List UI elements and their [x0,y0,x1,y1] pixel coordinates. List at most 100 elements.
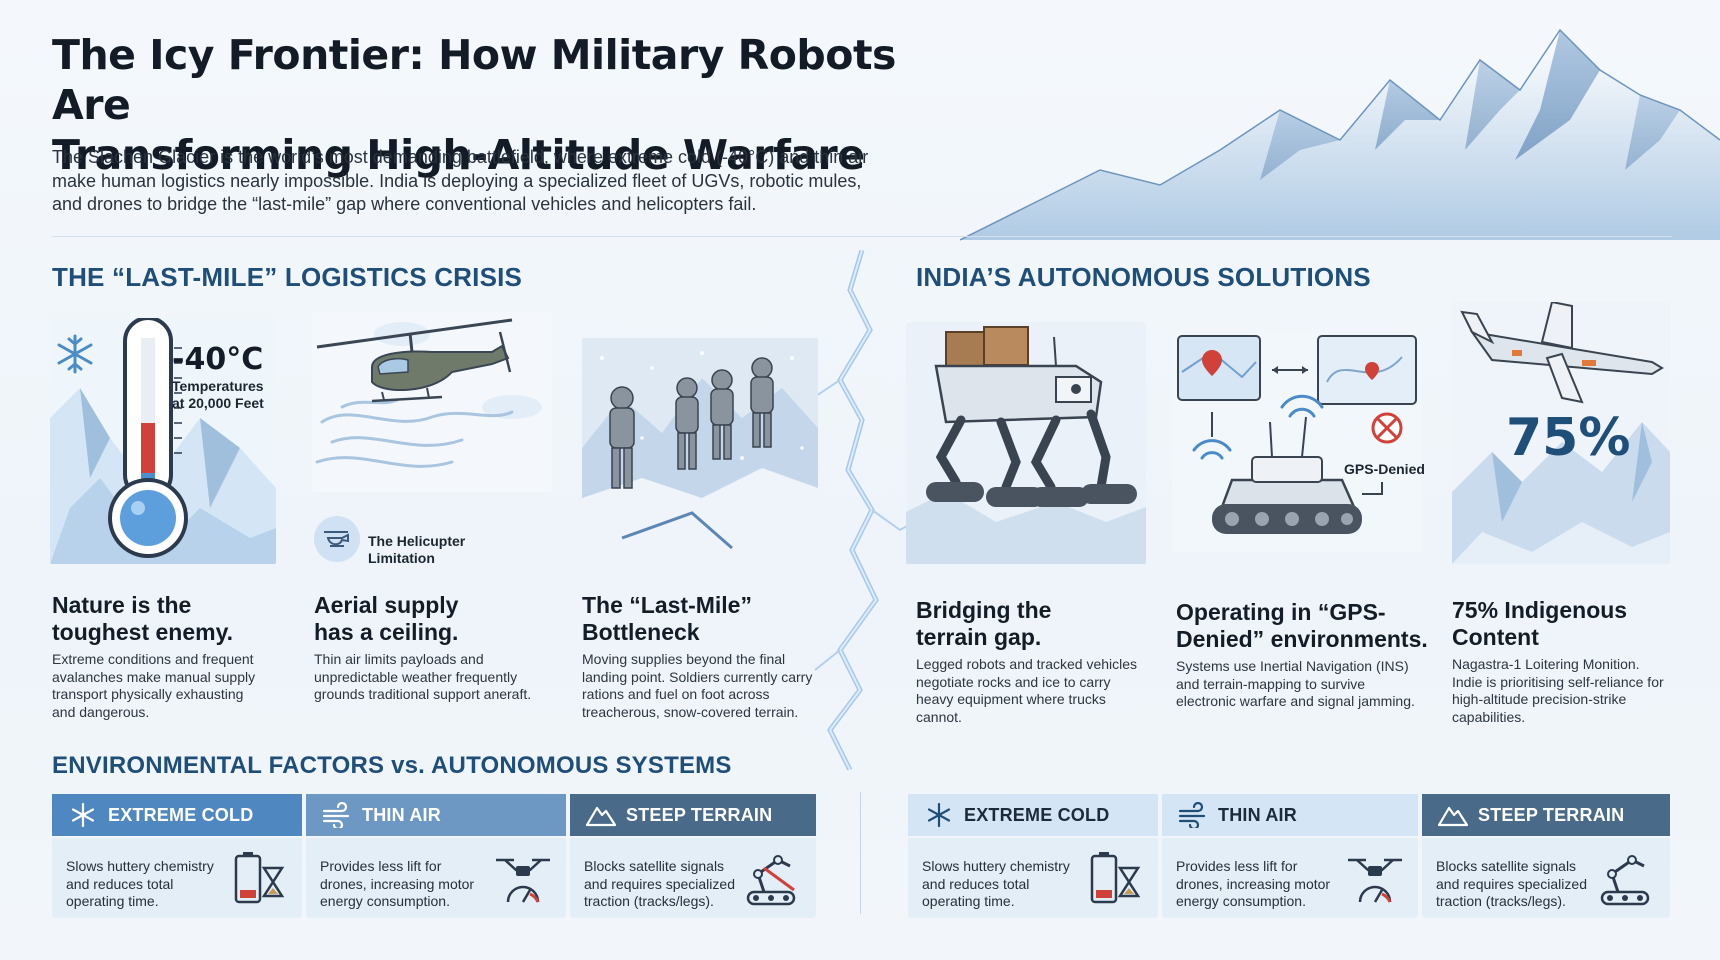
gps-denied-label: GPS-Denied [1344,461,1425,477]
robot-arm-tracks-icon [1600,855,1650,906]
solution-card-2-title-line-1: Operating in “GPS- [1176,599,1386,625]
helicopter-badge-label-line-2: Limitation [368,550,435,566]
system-cell-text-line: and reduces total [922,875,1030,892]
system-cell-text-line: Blocks satellite signals [1436,858,1577,874]
crisis-card-3-title-line-1: The “Last-Mile” [582,592,752,618]
system-header-label: EXTREME COLD [964,804,1110,825]
gps-denied-illustration [1172,332,1422,552]
solution-card-2-text-line: and terrain-mapping to survive [1176,675,1366,692]
factor-cell-text-line: Blocks satellite signals [584,858,725,874]
factors-heading: ENVIRONMENTAL FACTORS vs. AUTONOMOUS SYS… [52,752,732,779]
crisis-card-1-text-line: Extreme conditions and frequent [52,651,254,667]
solution-card-2-text-line: electronic warfare and signal jamming. [1176,693,1415,709]
mountain-icon [1436,798,1470,832]
solution-card-3-title-line-2: Content [1452,624,1539,650]
temperature-value: -40°C [172,342,264,377]
helicopter-badge-icon [314,516,360,562]
solution-card-1-text-line: heavy equipment where trucks [916,691,1106,707]
crisis-card-1-title: Nature is the toughest enemy. [52,592,233,646]
snowflake-icon [66,798,100,832]
crisis-card-2-text-line: unpredictable weather frequently [314,668,518,685]
crisis-card-3-text-line: landing point. Soldiers currently carry [582,668,813,685]
system-cell-text-line: drones, increasing motor [1176,875,1331,892]
robot-arm-tracks-icon [746,855,796,906]
factor-header-label: EXTREME COLD [108,804,254,825]
system-cell-text-line: traction (tracks/legs). [1436,893,1566,909]
loitering-munition-illustration [1452,302,1670,564]
system-cell-text-line: operating time. [922,893,1015,909]
solution-card-2-text-line: Systems use Inertial Navigation (INS) [1176,658,1409,674]
wind-icon [320,798,354,832]
solution-card-2-text: Systems use Inertial Navigation (INS) an… [1176,658,1415,711]
factor-cell-text-line: energy consumption. [320,893,450,909]
crisis-card-2-title-line-2: has a ceiling. [314,619,459,645]
indigenous-percent-value: 75% [1506,408,1631,468]
legged-robot-illustration [906,322,1146,564]
temperature-caption: Temperatures at 20,000 Feet [172,378,264,412]
solution-card-3-text-line: high-altitude precision-strike [1452,691,1627,707]
solution-card-1-text-line: cannot. [916,708,962,725]
factor-cell-text-line: Slows huttery chemistry [66,858,214,874]
intro-line-3: and drones to bridge the “last-mile” gap… [52,194,757,214]
factor-header-thin-air: THIN AIR [306,794,566,836]
battery-hourglass-icon [234,852,285,904]
intro-line-2: make human logistics nearly impossible. … [52,170,862,191]
solutions-heading: INDIA’S AUTONOMOUS SOLUTIONS [916,262,1371,292]
factor-cell-text-line: drones, increasing motor [320,875,475,892]
solution-card-3-text: Nagastra-1 Loitering Monition. Indie is … [1452,656,1664,726]
solution-card-1-text: Legged robots and tracked vehicles negot… [916,656,1137,726]
page-title: The Icy Frontier: How Military Robots Ar… [52,30,952,180]
helicopter-badge-label: The Helicupter Limitation [368,533,465,567]
crisis-card-1-title-line-1: Nature is the [52,592,192,618]
solution-card-1-title: Bridging the terrain gap. [916,597,1051,651]
crisis-card-1-text: Extreme conditions and frequent avalanch… [52,651,255,721]
factor-cell-text-line: Provides less lift for [320,858,442,874]
crisis-card-2-title-line-1: Aerial supply [314,592,459,618]
crisis-card-2-text-line: Thin air limits payloads and [314,651,484,667]
helicopter-badge-label-line-1: The Helicupter [368,533,466,549]
factor-cell-text-line: operating time. [66,893,159,909]
solution-card-3-text-line: Indie is prioritising self-reliance for [1452,673,1664,690]
solution-card-3-title: 75% Indigenous Content [1452,597,1627,651]
drone-gauge-icon [1348,858,1402,903]
factor-cell-text-line: and reduces total [66,875,174,892]
factor-cell-text-line: traction (tracks/legs). [584,893,714,909]
factor-header-extreme-cold: EXTREME COLD [52,794,302,836]
mountain-icon [584,798,618,832]
crisis-card-1-text-line: transport physically exhausting [52,686,244,702]
solution-card-1-title-line-2: terrain gap. [916,624,1042,650]
crisis-card-2-title: Aerial supply has a ceiling. [314,592,458,646]
factor-header-steep-terrain: STEEP TERRAIN [570,794,816,836]
title-line-2: Transforming High-Altitude Warfare [52,131,865,179]
crisis-card-3-text-line: rations and fuel on foot across [582,686,770,702]
system-header-steep-terrain: STEEP TERRAIN [1422,794,1670,836]
battery-hourglass-icon [1090,852,1141,904]
system-header-extreme-cold: EXTREME COLD [908,794,1158,836]
system-cell-text-line: Provides less lift for [1176,858,1298,874]
soldiers-trekking-illustration [582,338,818,564]
system-cell-text-line: Slows huttery chemistry [922,858,1070,874]
crisis-card-1-title-line-2: toughest enemy. [52,619,234,645]
crisis-card-3-text-line: Moving supplies beyond the final [582,651,786,667]
crisis-card-3-title: The “Last-Mile” Bottleneck [582,592,752,646]
drone-gauge-icon [496,858,550,903]
temperature-caption-line-2: at 20,000 Feet [172,395,264,411]
crisis-card-1-text-line: and dangerous. [52,703,150,720]
crisis-card-3-title-line-2: Bottleneck [582,619,700,645]
crisis-card-3-text: Moving supplies beyond the final landing… [582,651,812,721]
wind-icon [1176,798,1210,832]
system-header-label: THIN AIR [1218,804,1297,825]
solution-card-3-text-line: capabilities. [1452,708,1526,725]
intro-paragraph: The Slachen Glacier is the world’s most … [52,146,912,217]
